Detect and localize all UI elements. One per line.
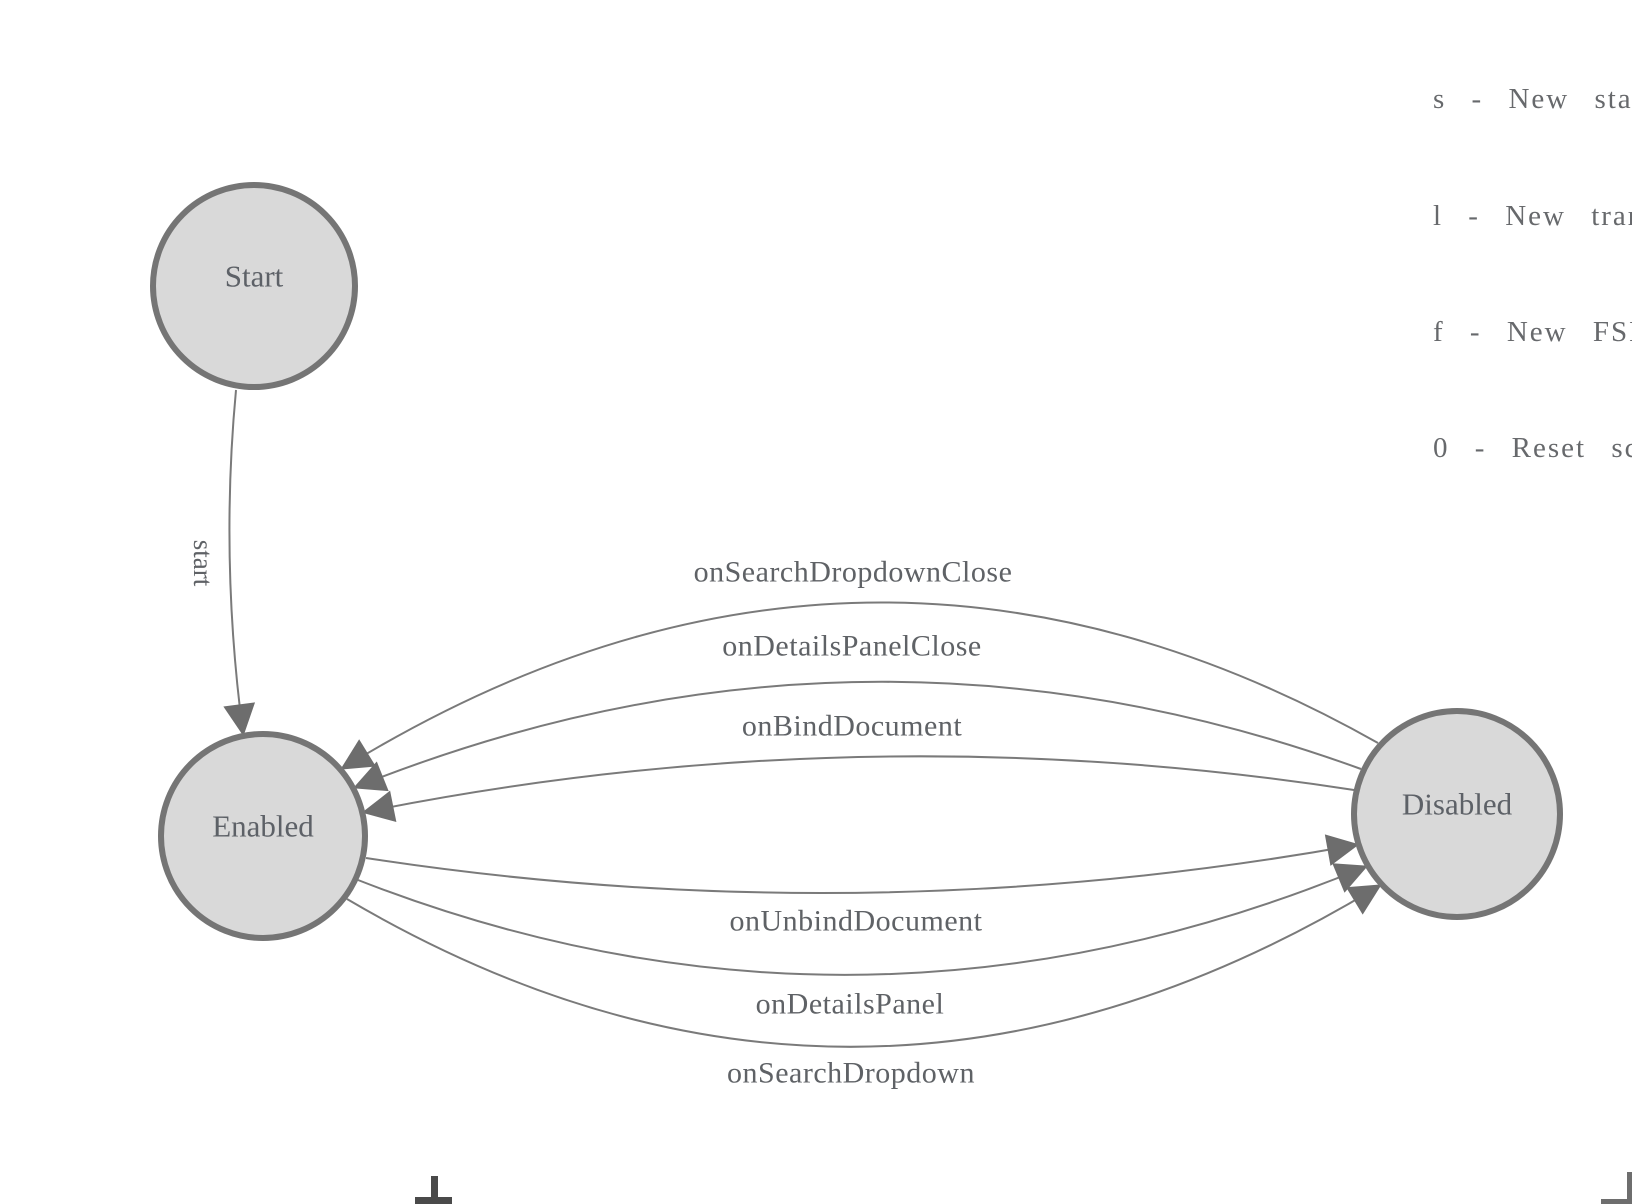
legend-line-new-state: s - New sta: [1433, 83, 1632, 116]
canvas-corner-marker-vertical: [1627, 1172, 1632, 1204]
canvas-corner-marker-horizontal: [1601, 1199, 1632, 1204]
edge-label-onDetailsPanel: onDetailsPanel: [756, 988, 945, 1021]
state-node-disabled[interactable]: [1351, 708, 1563, 920]
edge-label-onSearchDropdown: onSearchDropdown: [727, 1057, 975, 1090]
state-label-enabled: Enabled: [212, 809, 314, 844]
state-label-disabled: Disabled: [1402, 787, 1513, 822]
state-node-start[interactable]: [150, 182, 358, 390]
edge-start-to-enabled[interactable]: [223, 389, 256, 737]
bottom-edge-marker-stem: [431, 1176, 438, 1198]
edge-enabled-to-disabled-onUnbindDocument[interactable]: [365, 834, 1360, 894]
legend-line-new-fsm: f - New FSM: [1433, 315, 1632, 348]
edge-disabled-to-enabled-onBindDocument[interactable]: [361, 755, 1355, 823]
edge-disabled-to-enabled-onDetailsPanelClose[interactable]: [353, 680, 1362, 792]
state-node-enabled[interactable]: [158, 731, 368, 941]
legend-line-new-transition: l - New tran: [1433, 199, 1632, 232]
edge-label-onSearchDropdownClose: onSearchDropdownClose: [694, 556, 1013, 589]
bottom-edge-marker-bar: [415, 1197, 452, 1204]
edge-enabled-to-disabled-onSearchDropdown[interactable]: [346, 884, 1382, 1048]
state-label-start: Start: [225, 259, 284, 294]
edge-label-onBindDocument: onBindDocument: [742, 710, 962, 743]
edge-label-onUnbindDocument: onUnbindDocument: [730, 905, 983, 938]
edge-label-start: start: [188, 540, 218, 587]
legend-line-reset: 0 - Reset sc: [1433, 431, 1632, 464]
shortcut-legend: s - New sta l - New tran f - New FSM 0 -…: [1433, 3, 1632, 545]
edge-disabled-to-enabled-onSearchDropdownClose[interactable]: [340, 601, 1379, 770]
edge-label-onDetailsPanelClose: onDetailsPanelClose: [722, 630, 981, 663]
edge-enabled-to-disabled-onDetailsPanel[interactable]: [357, 863, 1368, 976]
